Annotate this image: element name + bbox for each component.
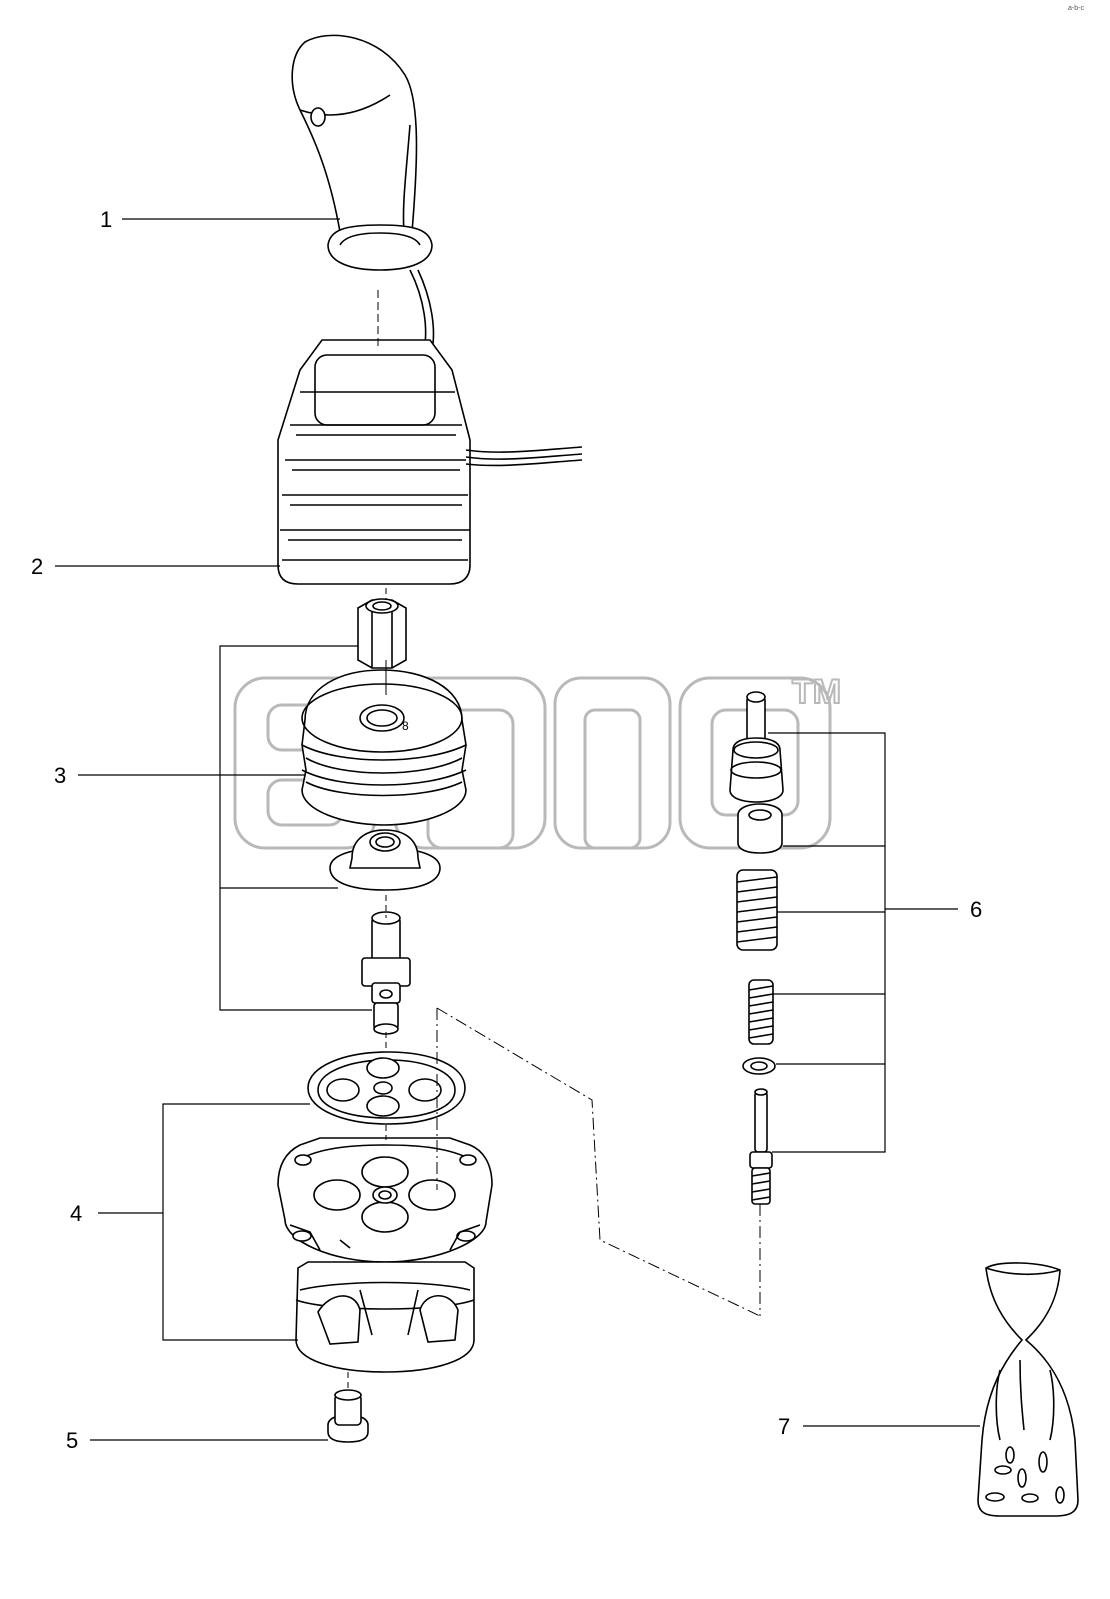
part-5-plug [327,1389,369,1443]
watermark-tm: TM [792,673,841,711]
callout-labels: 1 2 3 4 5 6 7 [31,207,982,1453]
callout-6: 6 [970,897,982,922]
leader-lines [55,218,980,1441]
callout-3: 3 [54,763,66,788]
part-7-parts-bag [977,1262,1079,1517]
part-6-valve-kit [729,691,784,1205]
assembly-centerlines [347,290,761,1392]
callout-7: 7 [778,1414,790,1439]
callout-1: 1 [100,207,112,232]
corner-mark: a-b-c [1068,5,1084,12]
part-1-joystick-handle [291,34,435,351]
callout-2: 2 [31,554,43,579]
svg-text:8: 8 [402,719,409,733]
callout-4: 4 [70,1201,82,1226]
part-2-rubber-boot [277,339,583,585]
part-4-base-housing [277,1051,493,1373]
part-3-upper-housing: 8 [301,598,467,1035]
callout-5: 5 [66,1428,78,1453]
